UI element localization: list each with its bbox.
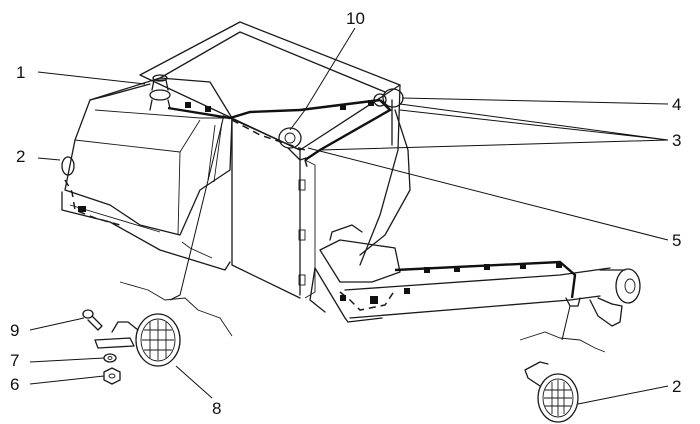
callout-2-arm: 2 <box>672 377 681 396</box>
callout-1: 1 <box>16 63 25 82</box>
wiring-harness <box>64 98 577 311</box>
callout-labels: 1 2 2 3 4 5 6 7 8 9 10 <box>10 9 681 418</box>
leader-lines <box>29 27 669 405</box>
cabin-frame <box>139 21 411 299</box>
callout-7: 7 <box>10 351 19 370</box>
headlamp-detail-8 <box>94 313 181 367</box>
washer-7 <box>103 353 117 363</box>
bolt-9 <box>82 309 103 331</box>
callout-8: 8 <box>212 399 221 418</box>
callout-2-front: 2 <box>16 147 25 166</box>
side-lamp-front <box>61 156 75 176</box>
callout-5: 5 <box>672 231 681 250</box>
callout-10: 10 <box>346 9 365 28</box>
callout-9: 9 <box>10 321 19 340</box>
work-lamp-cab <box>278 127 307 161</box>
beacon-lamp <box>149 74 171 111</box>
callout-4: 4 <box>672 95 681 114</box>
callout-3: 3 <box>672 131 681 150</box>
boom-arm <box>309 224 641 327</box>
ground-marks <box>119 241 606 353</box>
headlamp-detail-2 <box>524 361 579 423</box>
callout-6: 6 <box>10 375 19 394</box>
nut-6 <box>103 367 121 385</box>
